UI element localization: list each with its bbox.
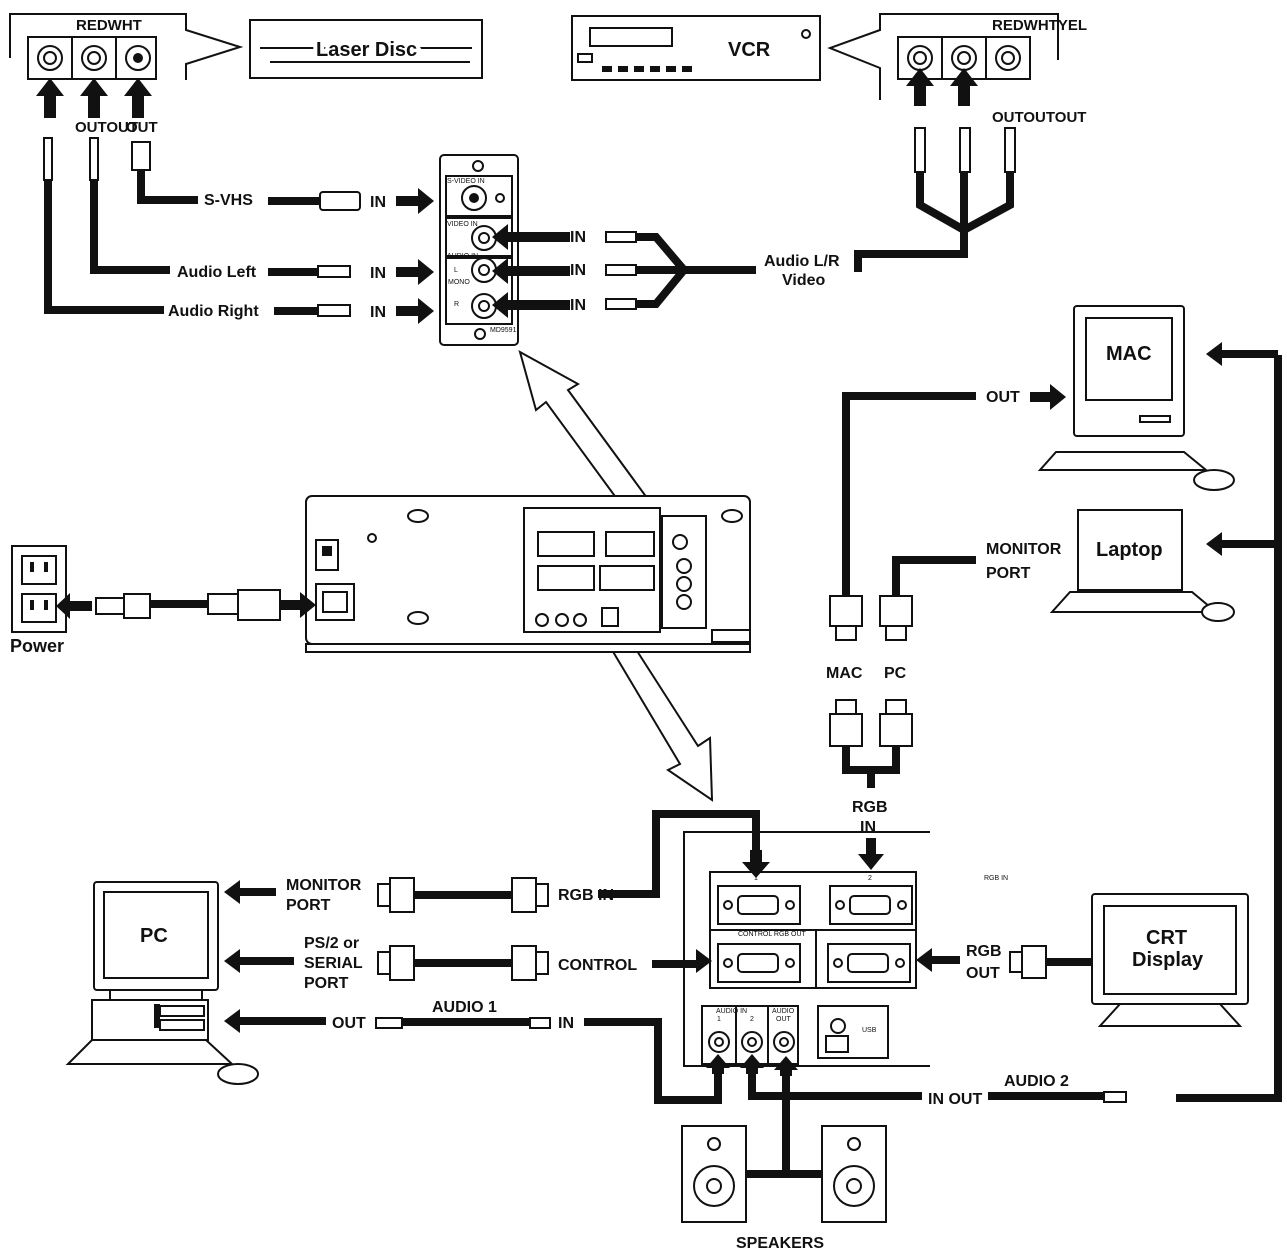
pc-connections: MONITOR PORT RGB IN PS/2 or SERIAL PORT … (224, 877, 1127, 1108)
projector-rear (305, 495, 751, 653)
right-return-cable (1176, 355, 1282, 1102)
rgb-out-label-1: RGB (966, 943, 1002, 960)
monitor-port-label-1: MONITOR (986, 541, 1062, 558)
vcr-to-panel-lines: IN IN IN Audio L/R Video (492, 224, 840, 318)
video-in-label: IN (570, 229, 586, 246)
laser-jack-header: REDWHT (76, 17, 142, 34)
audio-in-label: AUDIO IN (716, 1008, 747, 1015)
speakers-label: SPEAKERS (736, 1235, 824, 1252)
svhs-in-label: IN (370, 194, 386, 211)
rgb-out-label-2: OUT (966, 965, 1000, 982)
crt-display: CRT Display RGB OUT (916, 893, 1249, 1027)
audio-l-in-label: IN (570, 262, 586, 279)
audio-r-in-label: IN (570, 297, 586, 314)
usb-label: USB (862, 1027, 877, 1034)
panel-audio-label: AUDIO IN (447, 253, 478, 260)
port-1-label: 1 (754, 875, 758, 882)
video-label: Video (782, 272, 826, 289)
rgb-in-cable (598, 810, 760, 898)
laser-disc-label: Laser Disc (316, 39, 417, 61)
panel-svideo-label: S-VIDEO IN (447, 178, 485, 185)
audio1-label: AUDIO 1 (432, 999, 497, 1016)
audio-left-label: Audio Left (177, 264, 257, 281)
audio1-in-label: IN (558, 1015, 574, 1032)
mac-arrow (1206, 342, 1278, 366)
vcr-device: VCR (571, 15, 821, 81)
audio-lr-label: Audio L/R (764, 253, 840, 270)
serial-label-1: PS/2 or (304, 935, 359, 952)
crt-label-2: Display (1132, 949, 1204, 971)
svhs-label: S-VHS (204, 192, 253, 209)
rgb-source-cables: OUT MONITOR PORT MAC PC RGB IN (826, 384, 1066, 870)
audio-left-in-label: IN (370, 265, 386, 282)
vcr-label: VCR (728, 39, 771, 61)
pc-out-label: OUT (332, 1015, 366, 1032)
input-panel-detail: S-VIDEO IN VIDEO IN AUDIO IN L MONO R MD… (439, 154, 519, 346)
laptop-label: Laptop (1096, 539, 1163, 561)
panel-r-label: R (454, 301, 459, 308)
laser-to-panel-lines: S-VHS IN Audio Left IN Audio Right IN (168, 188, 434, 324)
crt-label-1: CRT (1146, 927, 1187, 949)
port1-arrow (742, 850, 770, 878)
audio-out-label-1: AUDIO (772, 1008, 795, 1015)
pc-monitor-port-2: PORT (286, 897, 331, 914)
control-rgb-out-label: CONTROL RGB OUT (738, 931, 807, 938)
audio2-label: AUDIO 2 (1004, 1073, 1069, 1090)
audio-out-label-2: OUT (776, 1016, 792, 1023)
laptop-arrow (1206, 532, 1278, 556)
rgb-in-label-1: RGB (852, 799, 888, 816)
laser-out-label-2: OUT (126, 119, 158, 136)
pc-connector-label: PC (884, 665, 907, 682)
projector-panel-detail: 1 2 CONTROL RGB OUT RGB IN AUDIO IN 1 2 … (683, 831, 1008, 1067)
serial-label-2: SERIAL (304, 955, 363, 972)
monitor-port-label-2: PORT (986, 565, 1031, 582)
rgb-in-label-2: IN (860, 819, 876, 836)
rgb-in-small-label: RGB IN (984, 875, 1008, 882)
laser-disc-player: Laser Disc (249, 19, 483, 79)
laser-out-label: OUTOUT (75, 119, 138, 136)
serial-label-3: PORT (304, 975, 349, 992)
pc-rgb-in-label: RGB IN (558, 887, 614, 904)
pc-label: PC (140, 925, 168, 947)
audio-in-2-label: 2 (750, 1016, 754, 1023)
port-2-label: 2 (868, 875, 872, 882)
laser-cables (43, 137, 198, 314)
audio-right-label: Audio Right (168, 303, 259, 320)
in-out-label: IN OUT (928, 1091, 982, 1108)
vcr-out-label: OUTOUTOUT (992, 109, 1086, 126)
mac-connector-label: MAC (826, 665, 863, 682)
pc-monitor-port-1: MONITOR (286, 877, 362, 894)
mac-out-label: OUT (986, 389, 1020, 406)
pc-computer: PC (65, 881, 259, 1085)
laser-disc-jack-panel: REDWHT OUTOUT OUT (9, 13, 244, 136)
panel-l-label: L (454, 267, 458, 274)
audio-in-1-label: 1 (717, 1016, 721, 1023)
mac-computer: MAC (1037, 305, 1235, 491)
panel-model-label: MD9591 (490, 327, 517, 334)
audio-right-in-label: IN (370, 304, 386, 321)
power-label: Power (10, 636, 64, 656)
control-label: CONTROL (558, 957, 637, 974)
vcr-jack-panel: REDWHTYEL OUTOUTOUT (827, 13, 1087, 126)
speakers: SPEAKERS (681, 1056, 887, 1252)
vcr-jack-header: REDWHTYEL (992, 17, 1087, 34)
laptop-computer: Laptop (1049, 509, 1235, 622)
mac-label: MAC (1106, 343, 1152, 365)
vcr-cable-bundle (854, 127, 1016, 272)
power-outlet: Power (10, 545, 316, 656)
panel-video-label: VIDEO IN (447, 221, 478, 228)
panel-mono-label: MONO (448, 279, 470, 286)
